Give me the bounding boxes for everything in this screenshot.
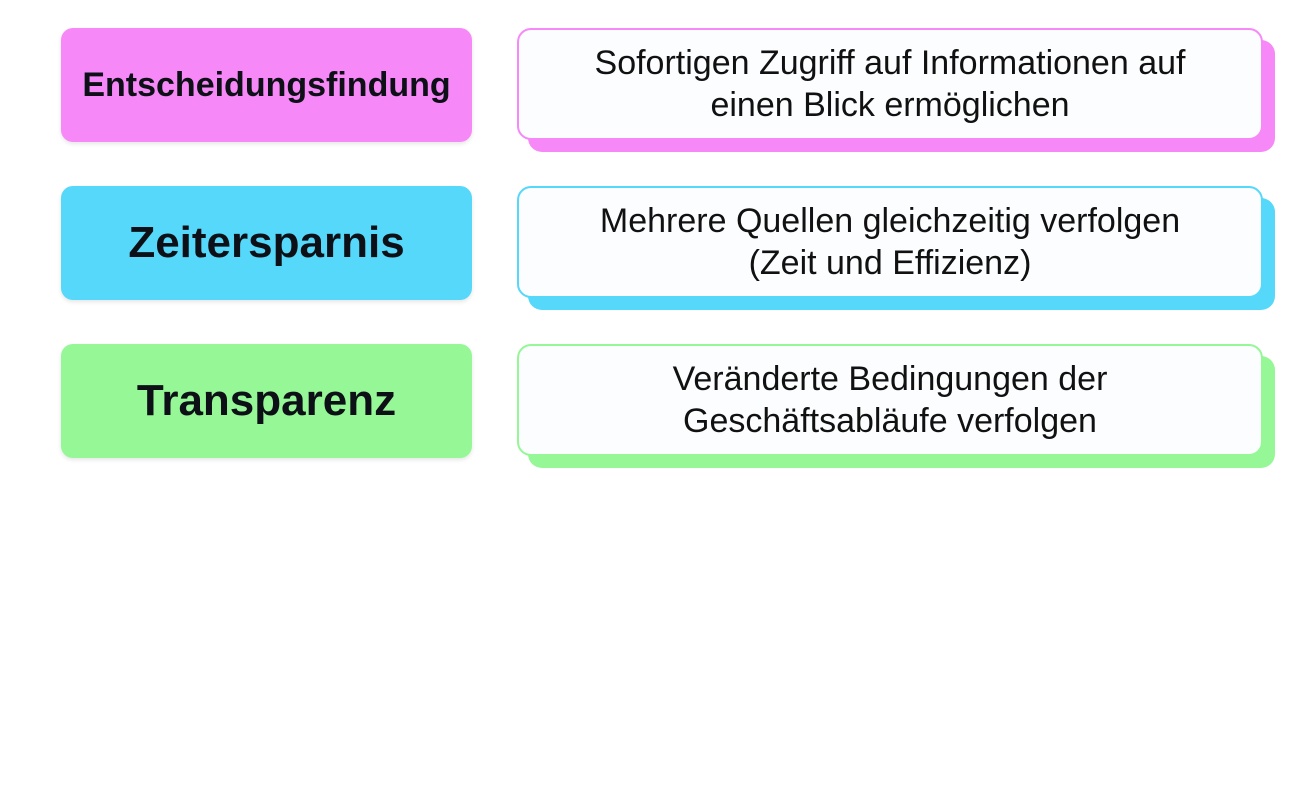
description-card-decision-making: Sofortigen Zugriff auf Informationen auf… <box>517 28 1263 140</box>
row-decision-making: Entscheidungsfindung Sofortigen Zugriff … <box>0 28 1312 160</box>
description-time-savings: Mehrere Quellen gleichzeitig verfolgen (… <box>600 200 1180 284</box>
description-line: einen Blick ermöglichen <box>710 86 1070 124</box>
description-line: Veränderte Bedingungen der <box>672 360 1108 398</box>
description-line: Sofortigen Zugriff auf Informationen auf <box>594 44 1186 82</box>
label-box-time-savings: Zeitersparnis <box>61 186 472 300</box>
description-card-transparency: Veränderte Bedingungen der Geschäftsablä… <box>517 344 1263 456</box>
label-time-savings: Zeitersparnis <box>128 218 405 267</box>
description-transparency: Veränderte Bedingungen der Geschäftsablä… <box>673 358 1108 442</box>
label-box-transparency: Transparenz <box>61 344 472 458</box>
description-line: Mehrere Quellen gleichzeitig verfolgen <box>599 202 1181 240</box>
description-card-time-savings: Mehrere Quellen gleichzeitig verfolgen (… <box>517 186 1263 298</box>
row-time-savings: Zeitersparnis Mehrere Quellen gleichzeit… <box>0 186 1312 318</box>
description-line: (Zeit und Effizienz) <box>748 244 1032 282</box>
row-transparency: Transparenz Veränderte Bedingungen der G… <box>0 344 1312 476</box>
label-transparency: Transparenz <box>136 376 397 425</box>
label-box-decision-making: Entscheidungsfindung <box>61 28 472 142</box>
description-decision-making: Sofortigen Zugriff auf Informationen auf… <box>595 42 1186 126</box>
description-line: Geschäftsabläufe verfolgen <box>683 402 1097 440</box>
label-decision-making: Entscheidungsfindung <box>82 65 451 104</box>
